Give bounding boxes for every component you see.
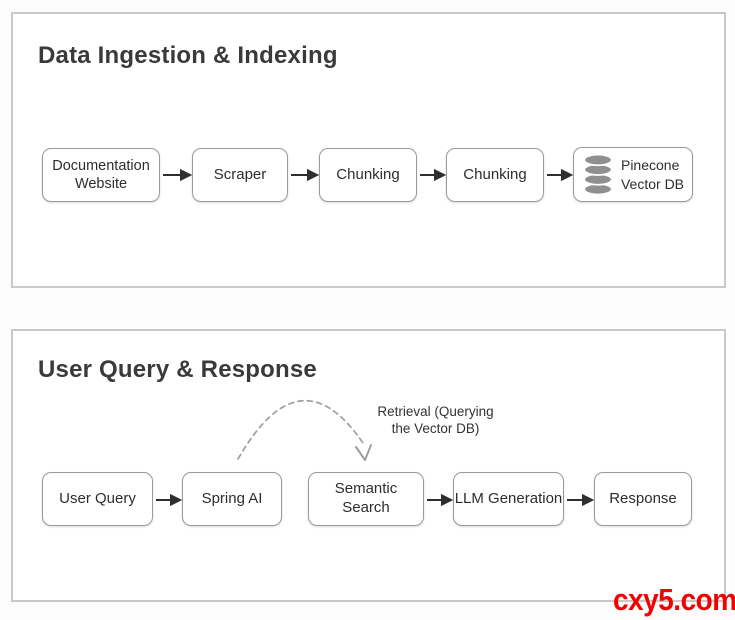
panel-title-data-ingestion: Data Ingestion & Indexing [38, 42, 338, 69]
database-icon [583, 153, 613, 195]
node-user-query: User Query [42, 472, 153, 526]
node-label: Scraper [213, 165, 267, 183]
node-chunking-1: Chunking [319, 148, 417, 202]
watermark: cxy5.com [613, 582, 735, 617]
node-spring-ai: Spring AI [182, 472, 282, 526]
node-label: Chunking [336, 165, 400, 183]
node-pinecone-vector-db: Pinecone Vector DB [573, 147, 693, 202]
node-semantic-search: Semantic Search [308, 472, 424, 526]
node-label: Pinecone Vector DB [620, 157, 685, 192]
node-label: Chunking [463, 165, 527, 183]
node-label: Documentation Website [52, 157, 150, 192]
node-label: Response [609, 489, 677, 507]
node-chunking-2: Chunking [446, 148, 544, 202]
node-label: User Query [59, 489, 136, 507]
node-response: Response [594, 472, 692, 526]
node-scraper: Scraper [192, 148, 288, 202]
node-label: Semantic Search [334, 480, 398, 516]
panel-user-query [11, 329, 726, 602]
panel-title-user-query: User Query & Response [38, 356, 317, 383]
node-label: LLM Generation [454, 489, 563, 507]
node-label: Spring AI [201, 489, 263, 507]
node-documentation-website: Documentation Website [42, 148, 160, 202]
node-llm-generation: LLM Generation [453, 472, 564, 526]
retrieval-annotation: Retrieval (Querying the Vector DB) [377, 404, 494, 437]
